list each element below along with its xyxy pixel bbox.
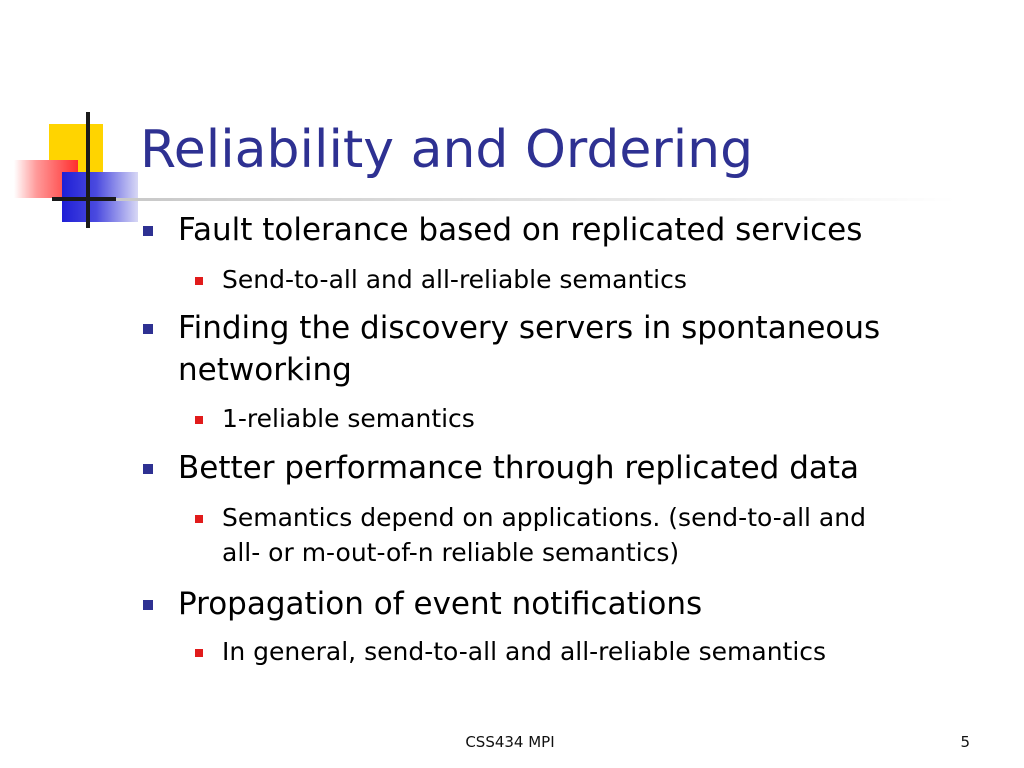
footer-text: CSS434 MPI	[465, 733, 555, 751]
bullet-text-line: networking	[178, 352, 352, 388]
slide-title: Reliability and Ordering	[140, 120, 754, 180]
square-bullet-icon	[143, 324, 153, 334]
slide-number: 5	[960, 733, 970, 751]
bullet-item: Finding the discovery servers in spontan…	[143, 308, 1008, 349]
sub-bullet-item: In general, send-to-all and all-reliable…	[195, 634, 1012, 669]
logo-horizontal-line	[52, 197, 116, 201]
sub-bullet-text: 1-reliable semantics	[222, 404, 475, 433]
bullet-item-continuation: networking	[178, 350, 1008, 391]
sub-bullet-text-line: Semantics depend on applications. (send-…	[222, 503, 866, 532]
sub-bullet-item-continuation: all- or m-out-of-n reliable semantics)	[222, 535, 1012, 570]
square-bullet-icon	[143, 464, 153, 474]
square-bullet-icon	[195, 416, 203, 424]
sub-bullet-text: In general, send-to-all and all-reliable…	[222, 637, 827, 666]
title-underline-rule	[116, 198, 956, 201]
sub-bullet-item: Send-to-all and all-reliable semantics	[195, 262, 1012, 297]
bullet-text-line: Finding the discovery servers in spontan…	[178, 310, 881, 346]
square-bullet-icon	[143, 226, 153, 236]
square-bullet-icon	[195, 515, 203, 523]
sub-bullet-item: Semantics depend on applications. (send-…	[195, 500, 1012, 535]
bullet-text: Propagation of event notifications	[178, 586, 703, 622]
logo-vertical-line	[86, 112, 90, 228]
bullet-text: Fault tolerance based on replicated serv…	[178, 212, 863, 248]
bullet-text: Better performance through replicated da…	[178, 450, 860, 486]
bullet-item: Better performance through replicated da…	[143, 448, 1008, 489]
sub-bullet-text-line: all- or m-out-of-n reliable semantics)	[222, 538, 680, 567]
sub-bullet-text: Send-to-all and all-reliable semantics	[222, 265, 687, 294]
bullet-item: Propagation of event notifications	[143, 584, 1008, 625]
square-bullet-icon	[195, 649, 203, 657]
square-bullet-icon	[195, 277, 203, 285]
bullet-item: Fault tolerance based on replicated serv…	[143, 210, 1008, 251]
square-bullet-icon	[143, 600, 153, 610]
sub-bullet-item: 1-reliable semantics	[195, 401, 1012, 436]
